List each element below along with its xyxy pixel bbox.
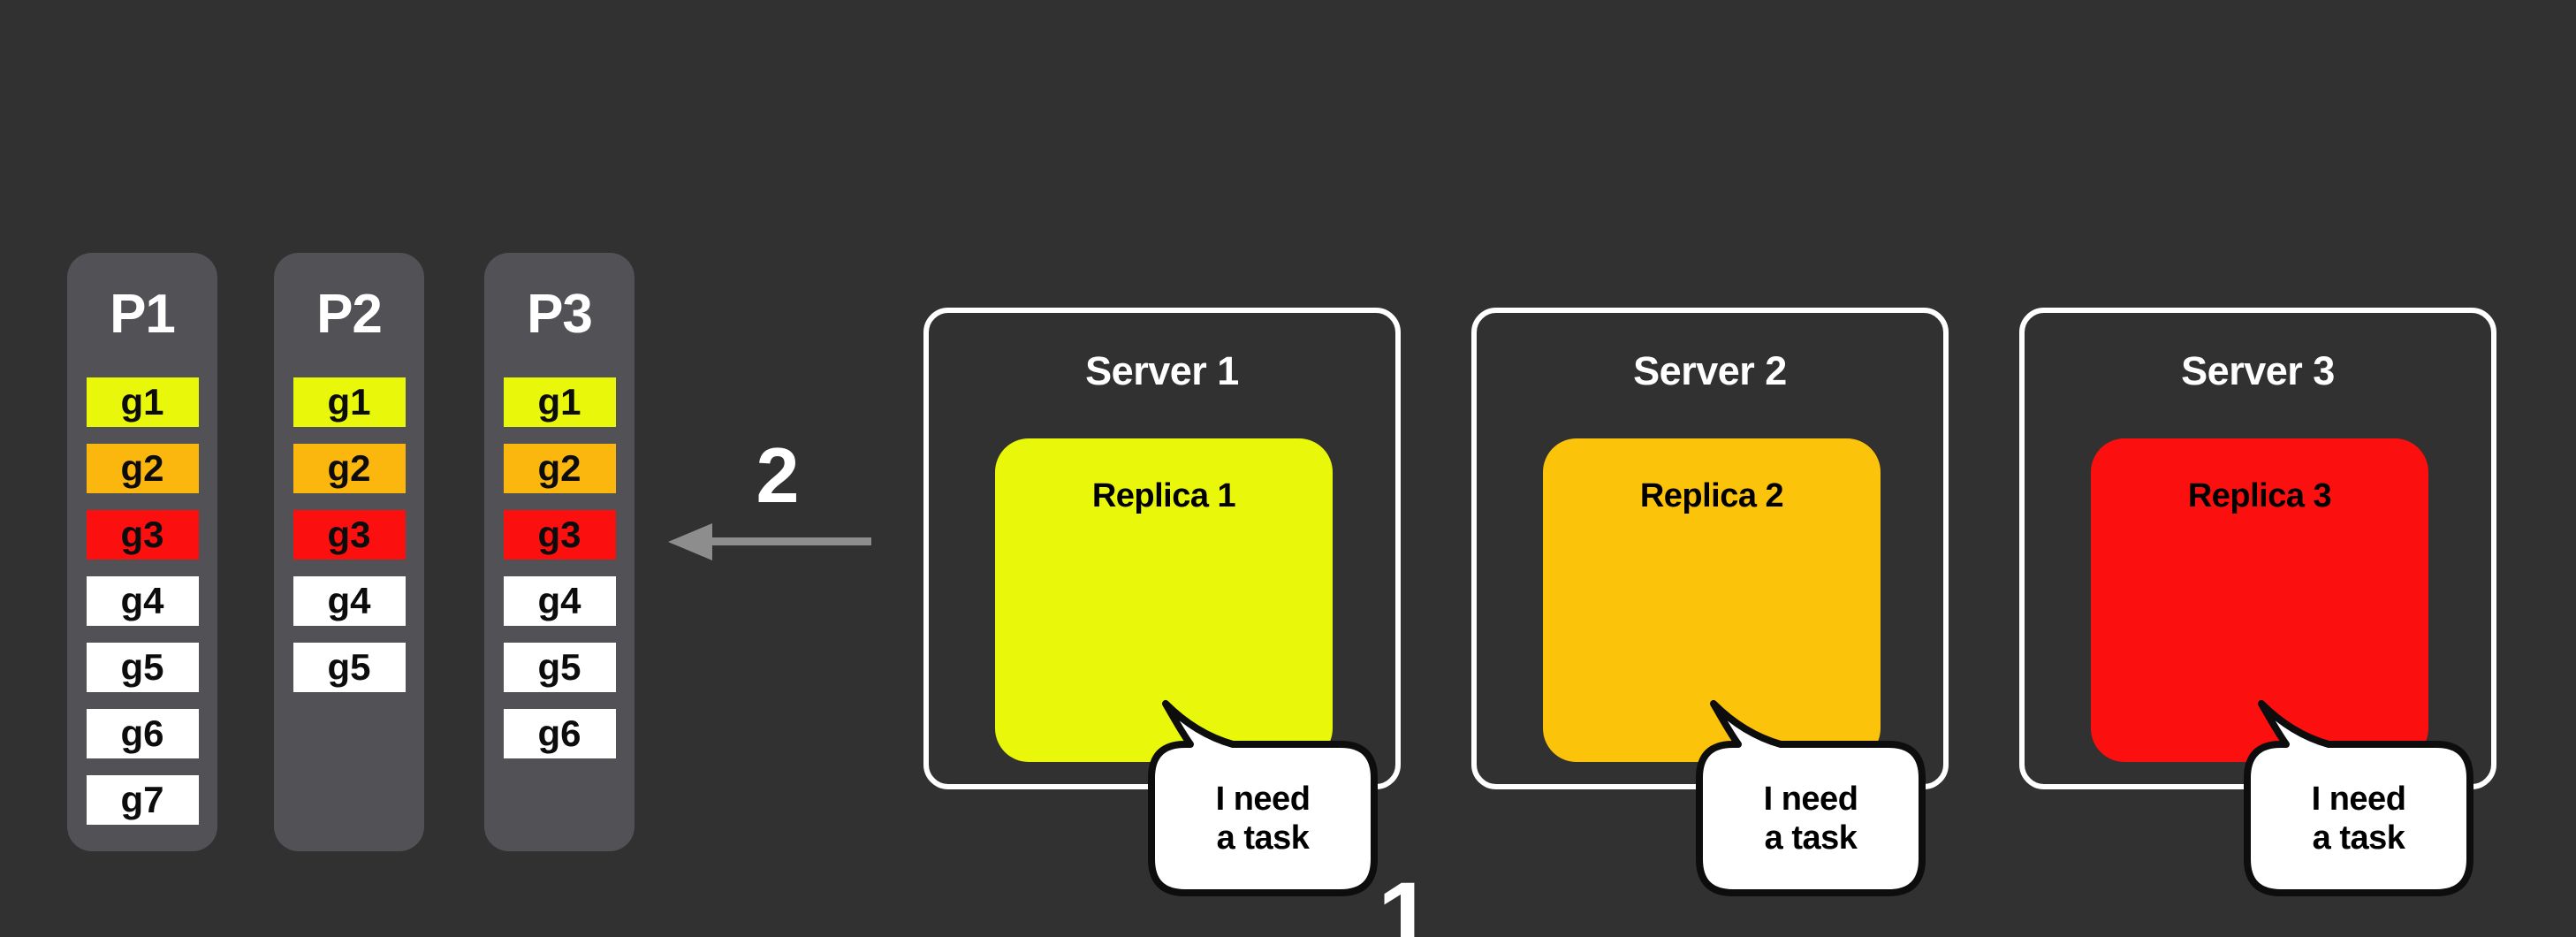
task-cell: g2 [293, 444, 406, 493]
task-cell: g6 [86, 709, 199, 758]
speech-bubble-line-1: I need [1763, 781, 1858, 818]
speech-bubble-line-2: a task [2312, 819, 2405, 857]
partition-cells-p1: g1 g2 g3 g4 g5 g6 g7 [67, 377, 217, 825]
server-box-1: Server 1 Replica 1 [923, 308, 1401, 789]
speech-bubble-shape [1148, 700, 1378, 896]
replica-box-1: Replica 1 [995, 438, 1333, 762]
task-cell: g4 [293, 576, 406, 626]
server-title-2: Server 2 [1633, 348, 1787, 393]
speech-bubble-line-1: I need [1215, 781, 1311, 818]
task-cell: g2 [503, 444, 616, 493]
task-cell: g3 [293, 510, 406, 560]
speech-bubble-text: I need a task [2247, 780, 2470, 858]
task-cell: g5 [503, 643, 616, 692]
task-cell: g1 [86, 377, 199, 427]
speech-bubble-text: I need a task [1699, 780, 1922, 858]
task-cell: g4 [503, 576, 616, 626]
task-cell: g3 [86, 510, 199, 560]
speech-bubble-text: I need a task [1151, 780, 1374, 858]
step-1-label: 1 [1377, 862, 1433, 937]
step-2-label: 2 [756, 431, 800, 519]
speech-bubble-1: I need a task [1144, 695, 1379, 898]
speech-bubble-3: I need a task [2240, 695, 2475, 898]
partition-title-p1: P1 [110, 284, 176, 345]
partition-column-p3: P3 g1 g2 g3 g4 g5 g6 [484, 253, 635, 851]
replica-title-1: Replica 1 [1091, 477, 1236, 514]
task-cell: g5 [293, 643, 406, 692]
server-box-3: Server 3 Replica 3 [2019, 308, 2496, 789]
task-cell: g4 [86, 576, 199, 626]
speech-bubble-line-2: a task [1216, 819, 1310, 857]
partition-column-p1: P1 g1 g2 g3 g4 g5 g6 g7 [67, 253, 217, 851]
replica-box-3: Replica 3 [2091, 438, 2428, 762]
task-cell: g3 [503, 510, 616, 560]
partition-cells-p3: g1 g2 g3 g4 g5 g6 [484, 377, 635, 758]
replica-title-3: Replica 3 [2187, 477, 2332, 514]
task-cell: g7 [86, 775, 199, 825]
server-title-1: Server 1 [1085, 348, 1239, 393]
replica-box-2: Replica 2 [1543, 438, 1881, 762]
replica-title-2: Replica 2 [1639, 477, 1784, 514]
task-cell: g1 [503, 377, 616, 427]
task-cell: g2 [86, 444, 199, 493]
speech-bubble-shape [2244, 700, 2473, 896]
speech-bubble-2: I need a task [1692, 695, 1927, 898]
task-cell: g1 [293, 377, 406, 427]
partition-cells-p2: g1 g2 g3 g4 g5 [274, 377, 424, 692]
partition-title-p3: P3 [527, 284, 593, 345]
speech-bubble-line-2: a task [1764, 819, 1858, 857]
speech-bubble-shape [1696, 700, 1926, 896]
server-title-3: Server 3 [2181, 348, 2335, 393]
arrow-left-icon [668, 523, 871, 560]
task-cell: g6 [503, 709, 616, 758]
partition-column-p2: P2 g1 g2 g3 g4 g5 [274, 253, 424, 851]
partition-title-p2: P2 [316, 284, 383, 345]
speech-bubble-line-1: I need [2311, 781, 2406, 818]
task-cell: g5 [86, 643, 199, 692]
